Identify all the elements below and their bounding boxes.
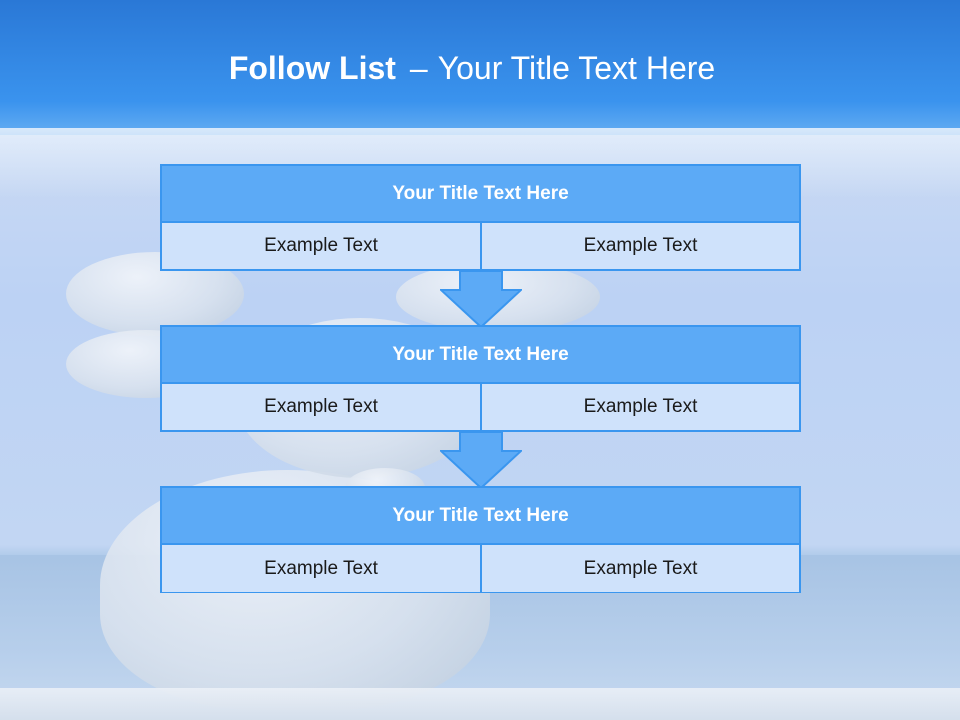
step-right-text: Example Text bbox=[482, 384, 799, 430]
pebble-shore bbox=[0, 688, 960, 720]
step-right-text: Example Text bbox=[482, 223, 799, 269]
down-arrow-icon bbox=[440, 270, 522, 328]
title-separator: – bbox=[409, 50, 428, 86]
down-arrow-icon bbox=[440, 431, 522, 489]
step-left-text: Example Text bbox=[162, 545, 480, 592]
step-title: Your Title Text Here bbox=[162, 488, 799, 543]
title-band bbox=[0, 0, 960, 135]
step-right-text: Example Text bbox=[482, 545, 799, 592]
flow-step-1: Your Title Text Here Example Text Exampl… bbox=[160, 164, 801, 271]
step-title: Your Title Text Here bbox=[162, 166, 799, 221]
step-title: Your Title Text Here bbox=[162, 327, 799, 382]
flow-step-3: Your Title Text Here Example Text Exampl… bbox=[160, 486, 801, 593]
step-left-text: Example Text bbox=[162, 223, 480, 269]
slide-title: Follow List–Your Title Text Here bbox=[0, 50, 944, 87]
title-rest: Your Title Text Here bbox=[437, 50, 716, 86]
flow-step-2: Your Title Text Here Example Text Exampl… bbox=[160, 325, 801, 432]
step-left-text: Example Text bbox=[162, 384, 480, 430]
title-bold-part: Follow List bbox=[228, 50, 396, 86]
